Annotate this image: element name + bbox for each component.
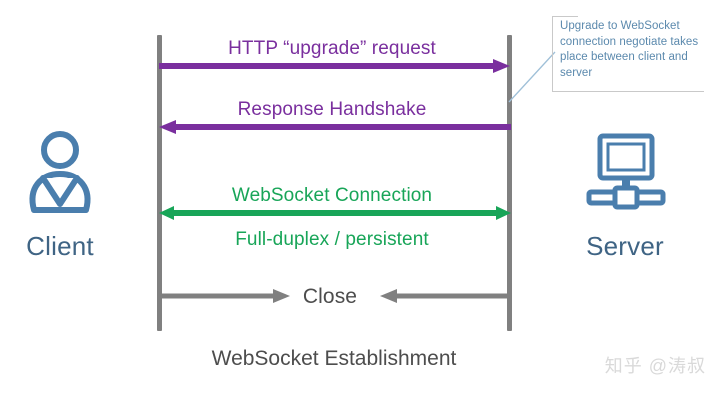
endpoint-server: Server <box>560 132 690 262</box>
callout-top-border-stub <box>552 16 578 17</box>
endpoint-client-label: Client <box>26 231 94 261</box>
lifeline-client <box>157 35 162 331</box>
lifeline-server <box>507 35 512 331</box>
arrow-websocket-connection <box>159 206 511 220</box>
callout-leader-line <box>508 51 556 103</box>
callout-box <box>552 16 704 92</box>
arrow-close <box>159 289 511 303</box>
arrow-http-upgrade-request <box>159 59 510 73</box>
message-label-response-handshake: Response Handshake <box>237 99 427 120</box>
message-sublabel-full-duplex: Full-duplex / persistent <box>235 229 429 250</box>
message-label-websocket-connection: WebSocket Connection <box>231 185 433 206</box>
diagram-caption: WebSocket Establishment <box>211 347 457 370</box>
message-label-http-upgrade-request: HTTP “upgrade” request <box>228 38 436 59</box>
endpoint-server-label: Server <box>586 231 664 261</box>
server-monitor-icon <box>586 133 666 210</box>
person-icon <box>29 131 91 213</box>
callout-text: Upgrade to WebSocket connection negotiat… <box>560 20 699 79</box>
message-label-close: Close <box>302 285 358 308</box>
watermark: 知乎 @涛叔 <box>604 356 706 376</box>
arrow-response-handshake <box>159 120 511 134</box>
endpoint-client: Client <box>0 128 125 262</box>
